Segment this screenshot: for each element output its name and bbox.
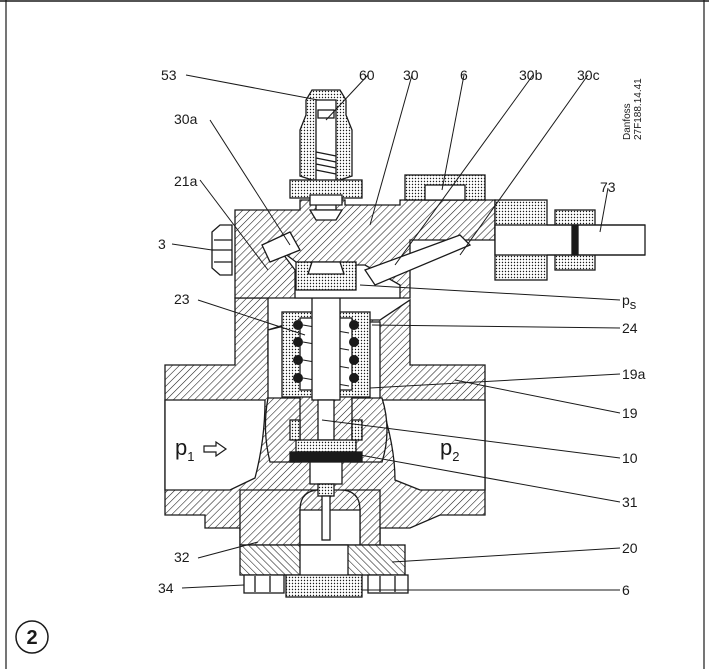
spring-coils	[293, 320, 359, 383]
brand-text: Danfoss	[622, 103, 633, 140]
outlet-pressure-label: p2	[440, 435, 459, 464]
callout-23: 23	[174, 291, 190, 307]
callouts: 53 60 30 6 30b 30c 30a 21a 73 3 23 ps 24…	[158, 67, 646, 598]
callout-19a: 19a	[622, 366, 646, 382]
callout-6-bottom: 6	[622, 582, 630, 598]
callout-34: 34	[158, 580, 174, 596]
callout-24: 24	[622, 320, 638, 336]
callout-30a: 30a	[174, 111, 198, 127]
callout-30: 30	[403, 67, 419, 83]
callout-10: 10	[622, 450, 638, 466]
valve-head	[234, 199, 496, 299]
callout-ps: ps	[622, 292, 637, 312]
inlet-pressure-label: p1	[175, 435, 194, 464]
callout-19: 19	[622, 405, 638, 421]
adjusting-spindle	[289, 89, 363, 221]
callout-60: 60	[359, 67, 375, 83]
flow-arrow-icon	[203, 440, 228, 458]
bottom-cover	[239, 544, 409, 598]
callout-32: 32	[174, 549, 190, 565]
flow-labels: p1 p2	[175, 435, 459, 464]
figure-number-badge: 2	[15, 620, 49, 654]
leader-lines	[171, 74, 621, 591]
top-plug	[404, 174, 486, 201]
figure-number: 2	[26, 627, 37, 649]
side-plug	[211, 224, 233, 276]
valve-stem	[289, 289, 363, 541]
callout-73: 73	[600, 179, 616, 195]
callout-20: 20	[622, 540, 638, 556]
callout-6-top: 6	[460, 67, 468, 83]
drawing-number-text: 27F188.14.41	[633, 78, 644, 140]
callout-21a: 21a	[174, 173, 198, 189]
pilot-connection	[494, 199, 646, 281]
reference-text: Danfoss 27F188.14.41	[622, 78, 644, 140]
callout-30c: 30c	[577, 67, 600, 83]
callout-3: 3	[158, 236, 166, 252]
callout-30b: 30b	[519, 67, 543, 83]
callout-53: 53	[161, 67, 177, 83]
callout-31: 31	[622, 494, 638, 510]
